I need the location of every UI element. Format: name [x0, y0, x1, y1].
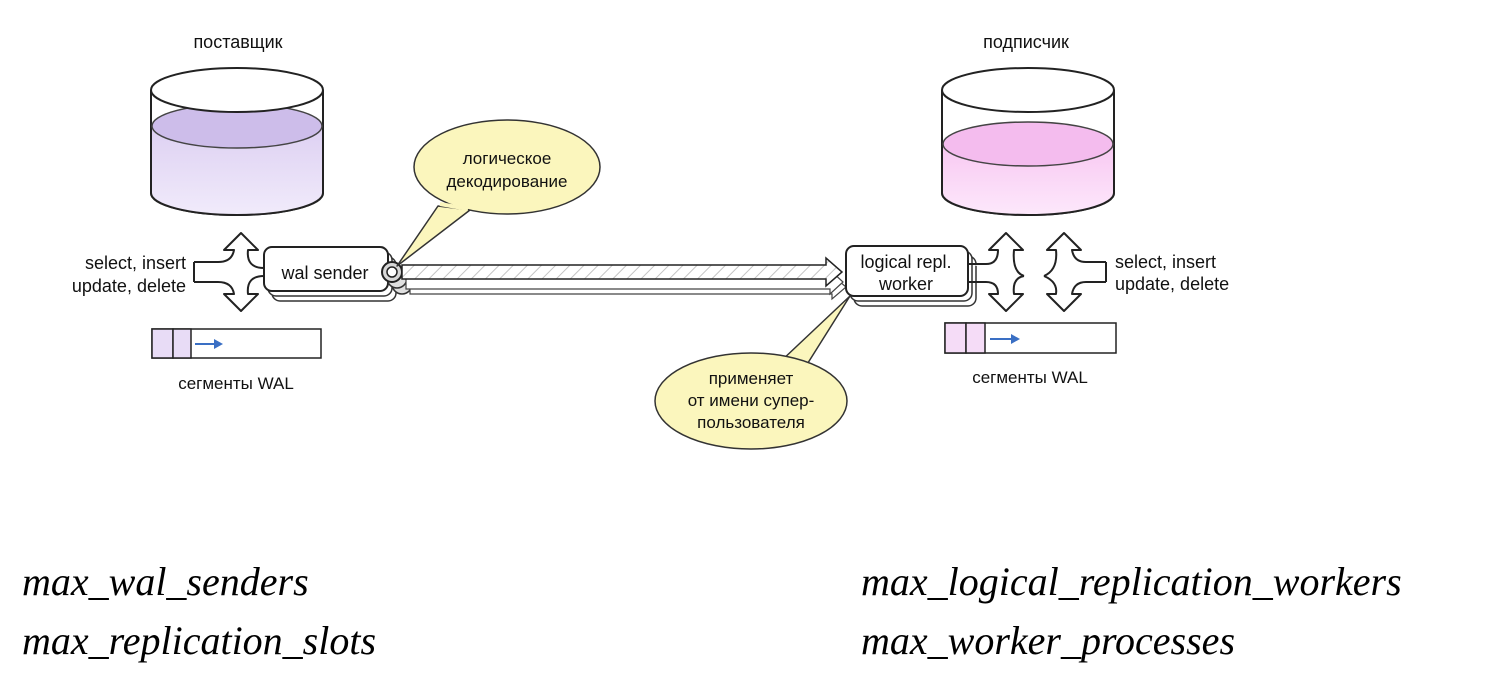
publisher-wal-label: сегменты WAL	[178, 374, 294, 393]
subscriber-wal-label: сегменты WAL	[972, 368, 1088, 387]
apply-superuser-callout	[654, 295, 851, 450]
publisher-database-icon	[150, 67, 324, 216]
publisher-wal-segments	[151, 328, 322, 359]
subscriber-access-arrow	[1043, 232, 1107, 312]
publisher-ops-line2: update, delete	[72, 276, 186, 296]
apply-line2: от имени супер-	[688, 391, 815, 410]
logical-replication-worker-process	[845, 245, 977, 307]
param-max-wal-senders: max_wal_senders	[22, 559, 309, 604]
apply-line1: применяет	[709, 369, 794, 388]
publisher-access-arrow	[193, 232, 265, 312]
subscriber-ops-line2: update, delete	[1115, 274, 1229, 294]
subscriber-title: подписчик	[983, 32, 1069, 52]
worker-label-line1: logical repl.	[860, 252, 951, 272]
logical-replication-diagram: поставщик select, insert update, delete …	[72, 32, 1229, 450]
param-max-replication-slots: max_replication_slots	[22, 618, 377, 663]
wal-sender-label: wal sender	[280, 263, 368, 283]
subscriber-ops-line1: select, insert	[1115, 252, 1216, 272]
wal-sender-process	[263, 246, 397, 302]
subscriber-database-icon	[941, 67, 1115, 216]
logical-decoding-line1: логическое	[463, 149, 552, 168]
publisher-ops-line1: select, insert	[85, 253, 186, 273]
logical-decoding-callout	[396, 119, 601, 267]
param-max-worker-processes: max_worker_processes	[861, 618, 1236, 663]
subscriber-wal-segments	[944, 322, 1117, 354]
worker-apply-arrow	[968, 232, 1025, 312]
apply-line3: пользователя	[697, 413, 805, 432]
param-max-logical-replication-workers: max_logical_replication_workers	[861, 559, 1402, 604]
worker-label-line2: worker	[878, 274, 933, 294]
logical-decoding-line2: декодирование	[446, 172, 567, 191]
publisher-title: поставщик	[193, 32, 282, 52]
replication-stream-arrow	[401, 256, 847, 301]
